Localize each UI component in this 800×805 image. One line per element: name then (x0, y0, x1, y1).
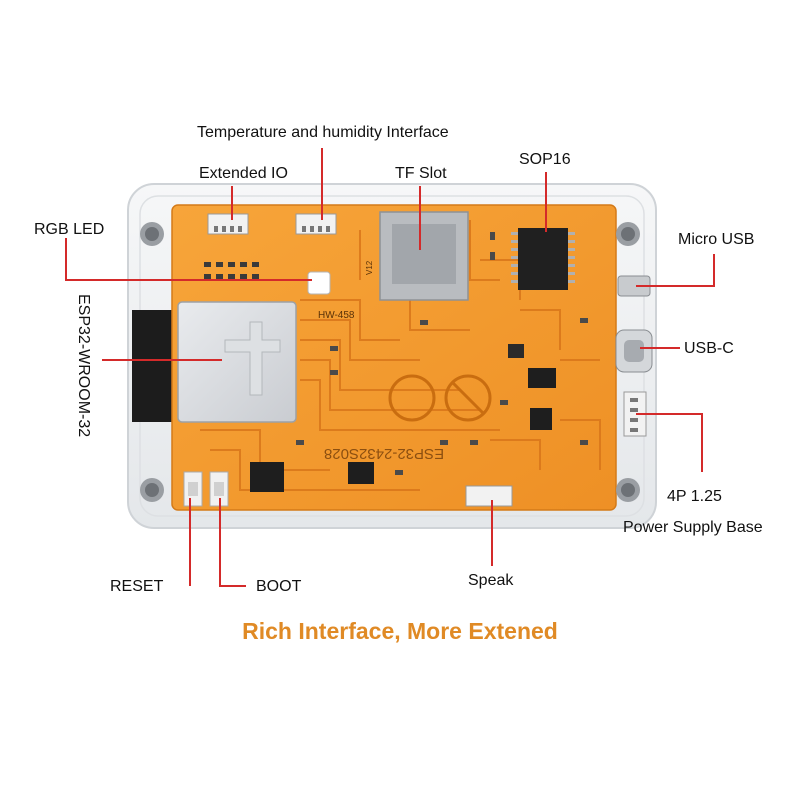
reset-button-cap (188, 482, 198, 496)
label-power-base: Power Supply Base (623, 519, 763, 536)
esp32-logo-mark (224, 321, 281, 396)
leader-rgb (65, 238, 312, 281)
speaker-connector (465, 485, 513, 507)
label-speak: Speak (468, 572, 514, 589)
ce-mark (388, 374, 436, 422)
label-rgb-led: RGB LED (34, 221, 105, 238)
label-boot: BOOT (256, 578, 302, 595)
small-ic (348, 462, 374, 484)
hw-code-silkscreen: HW-458 (318, 310, 355, 321)
smd-passives (296, 232, 588, 475)
leader-micro-usb (636, 254, 715, 287)
v12-silkscreen: V12 (365, 260, 374, 275)
leader-lines (65, 148, 715, 587)
pcb-traces (200, 220, 601, 491)
label-micro-usb: Micro USB (678, 231, 755, 248)
headline: Rich Interface, More Extened (242, 618, 558, 644)
label-reset: RESET (110, 578, 164, 595)
boot-button-cap (214, 482, 224, 496)
regulator-chip (528, 368, 556, 388)
pb-free-slash (450, 380, 486, 416)
usb-c-inner (624, 340, 644, 362)
pb-free-mark (444, 374, 492, 422)
label-esp32: ESP32-WROOM-32 (75, 294, 92, 438)
board-model-silkscreen: ESP32-2432S028 (324, 445, 444, 462)
rgb-led-component (307, 271, 331, 295)
label-tf-slot: TF Slot (395, 165, 447, 182)
esp32-module (177, 301, 297, 423)
leader-4p (636, 413, 703, 472)
sop16-pins (511, 232, 575, 283)
leader-boot (219, 498, 246, 587)
label-usb-c: USB-C (684, 340, 734, 357)
label-sop16: SOP16 (519, 151, 571, 168)
pad-array (204, 262, 259, 279)
connector-pins (214, 226, 330, 232)
label-power-4p: 4P 1.25 (667, 488, 722, 505)
sop16-chip (518, 228, 568, 290)
amp-chip (530, 408, 552, 430)
label-extended-io: Extended IO (199, 165, 288, 182)
tf-slot-inner (392, 224, 456, 284)
label-temp-humidity: Temperature and humidity Interface (197, 124, 449, 141)
mount-screws (140, 222, 640, 502)
small-ic-2 (508, 344, 524, 358)
touch-chip (250, 462, 284, 492)
power-4p-pins (630, 398, 638, 432)
